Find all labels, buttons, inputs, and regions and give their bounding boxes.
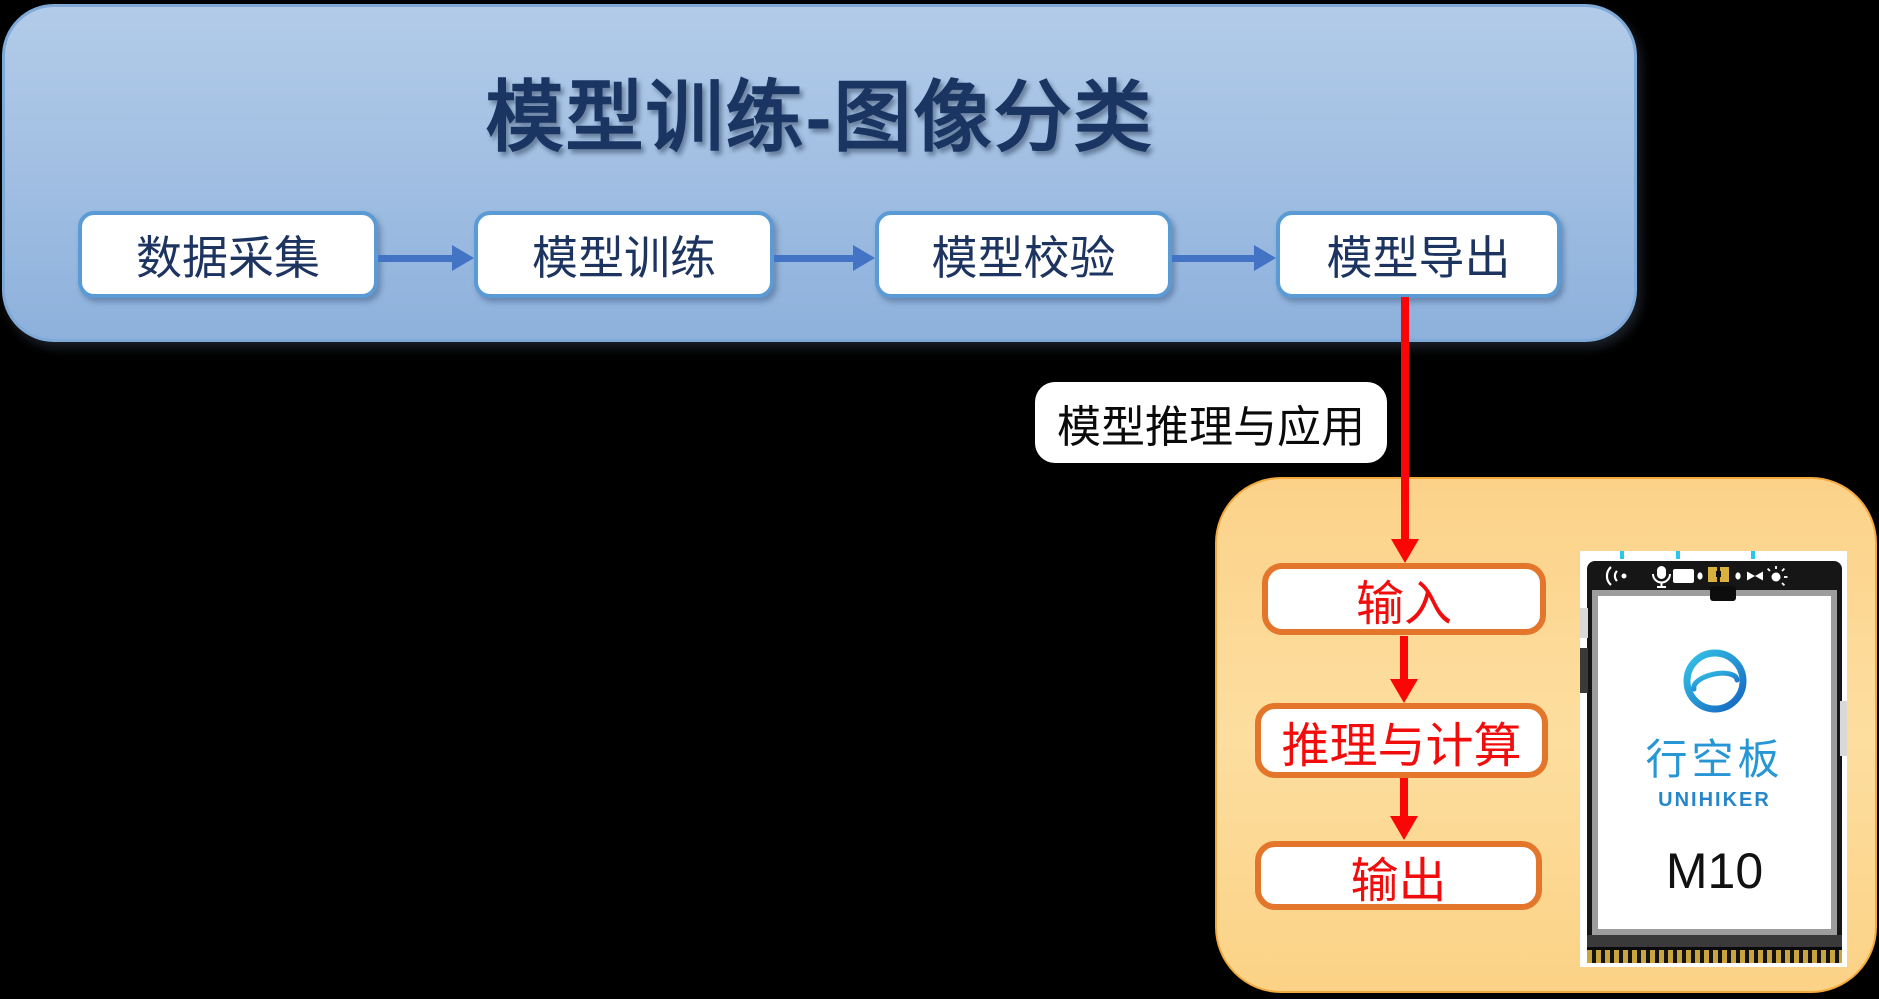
arrow-right-icon: [378, 245, 474, 271]
step-output: 输出: [1255, 841, 1542, 910]
step-label: 模型校验: [931, 231, 1116, 284]
step-input: 输入: [1262, 563, 1546, 635]
step-label: 数据采集: [136, 231, 320, 284]
arrow-shaft: [1400, 636, 1408, 681]
wifi-dot: [1621, 573, 1627, 579]
arrow-right-icon: [1172, 245, 1276, 271]
arrow-down-icon: [1390, 778, 1418, 840]
arrow-head: [1391, 539, 1419, 563]
arrow-head: [853, 245, 875, 271]
led-dot: [1735, 572, 1741, 580]
brand-name-cn: 行空板: [1645, 736, 1784, 783]
arrow-head: [1254, 245, 1276, 271]
camera-port-icon: [1673, 569, 1694, 583]
side-connector: [1580, 648, 1588, 693]
inference-application-label: 模型推理与应用: [1035, 382, 1387, 463]
step-inference-compute: 推理与计算: [1255, 703, 1548, 778]
brand-name-en: UNIHIKER: [1658, 789, 1771, 811]
unihiker-logo-icon: [1683, 649, 1746, 713]
step-model-export: 模型导出: [1276, 211, 1561, 298]
wifi-icon: [1605, 566, 1618, 586]
tick-mark: [1620, 551, 1624, 559]
step-model-training: 模型训练: [474, 211, 774, 298]
arrow-head: [1390, 816, 1418, 840]
side-connector: [1840, 701, 1847, 756]
arrow-head: [452, 245, 474, 271]
device-body: 行空板 UNIHIKER M10: [1587, 561, 1842, 963]
device-model: M10: [1665, 843, 1764, 899]
step-label: 输入: [1355, 578, 1452, 631]
device-lower-band: [1587, 935, 1842, 947]
side-connector: [1580, 608, 1588, 638]
step-label: 模型导出: [1326, 231, 1511, 284]
arrow-shaft: [378, 255, 454, 262]
led-dot: [1697, 572, 1703, 580]
tick-mark: [1751, 551, 1755, 559]
step-label: 推理与计算: [1281, 719, 1522, 773]
panel-title: 模型训练-图像分类: [485, 73, 1154, 161]
step-model-validation: 模型校验: [875, 211, 1172, 298]
arrow-shaft: [1172, 255, 1256, 262]
device-topbar-icons: [1605, 566, 1788, 588]
device-edge-pins: [1587, 947, 1842, 963]
model-training-panel: 模型训练-图像分类 数据采集 模型训练 模型校验 模型导出: [2, 4, 1637, 342]
step-label: 模型训练: [532, 231, 716, 284]
arrow-shaft: [774, 255, 855, 262]
step-data-collection: 数据采集: [78, 211, 378, 298]
arrow-shaft: [1401, 297, 1409, 541]
label-text: 模型推理与应用: [1057, 402, 1365, 452]
arrow-shaft: [1400, 778, 1408, 818]
device-screen: 行空板 UNIHIKER M10: [1592, 590, 1837, 935]
step-label: 输出: [1350, 854, 1447, 908]
light-icon: [1766, 566, 1788, 587]
mic-icon: [1652, 566, 1671, 588]
arrow-right-icon: [774, 245, 875, 271]
arrow-down-icon: [1391, 297, 1419, 563]
arrow-down-icon: [1390, 636, 1418, 703]
tick-mark: [1676, 551, 1680, 559]
home-button: [1710, 586, 1736, 601]
gold-connector-icon: [1708, 567, 1729, 582]
unihiker-device-image: 行空板 UNIHIKER M10: [1580, 551, 1847, 967]
bowtie-icon: [1747, 571, 1763, 581]
arrow-head: [1390, 679, 1418, 703]
